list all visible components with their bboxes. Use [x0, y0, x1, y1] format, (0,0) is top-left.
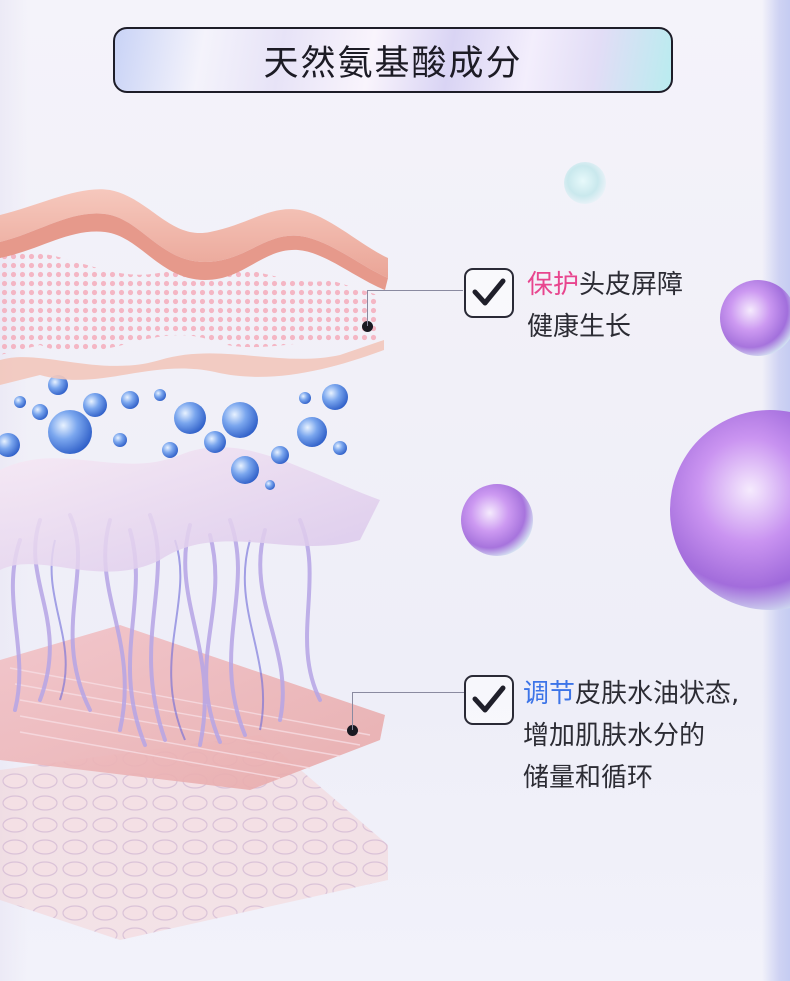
callout-2-text: 调节皮肤水油状态, 增加肌肤水分的 储量和循环	[523, 673, 739, 799]
check-icon	[472, 278, 506, 306]
purple-sphere-mid	[461, 484, 533, 556]
check-icon	[472, 685, 506, 713]
purple-sphere-right-small	[720, 280, 790, 356]
purple-sphere-right-large	[670, 410, 790, 610]
cell-layer	[0, 735, 388, 940]
callout-1-line-1: 保护头皮屏障	[527, 264, 683, 306]
callout-2-line-2: 增加肌肤水分的	[523, 721, 706, 751]
callout-1-text: 保护头皮屏障 健康生长	[527, 264, 683, 348]
callout-2-highlight: 调节	[523, 679, 576, 709]
water-bubbles	[0, 375, 348, 490]
check-box-1	[464, 268, 514, 318]
leader-dot-1	[362, 321, 373, 332]
leader-line-1-horizontal	[367, 290, 463, 291]
title-banner: 天然氨基酸成分	[113, 27, 673, 93]
leader-dot-2	[347, 725, 358, 736]
membrane-layer	[0, 447, 380, 572]
page-title: 天然氨基酸成分	[263, 43, 523, 84]
callout-2-line-3: 储量和循环	[523, 763, 654, 793]
callout-1-highlight: 保护	[527, 270, 580, 300]
callout-1-line-2: 健康生长	[527, 312, 632, 342]
check-box-2	[464, 675, 514, 725]
leader-line-1-vertical	[367, 290, 368, 326]
callout-2-rest: 皮肤水油状态,	[575, 679, 740, 709]
callout-2-line-1: 调节皮肤水油状态,	[523, 673, 739, 715]
callout-1-rest: 头皮屏障	[579, 270, 684, 300]
small-bubble-top	[564, 162, 606, 204]
leader-line-2-vertical	[352, 692, 353, 730]
dotted-mesh-layer	[0, 252, 378, 355]
leader-line-2-horizontal	[352, 692, 464, 693]
dermis-layer	[0, 625, 385, 790]
skin-top-layer	[0, 189, 388, 278]
